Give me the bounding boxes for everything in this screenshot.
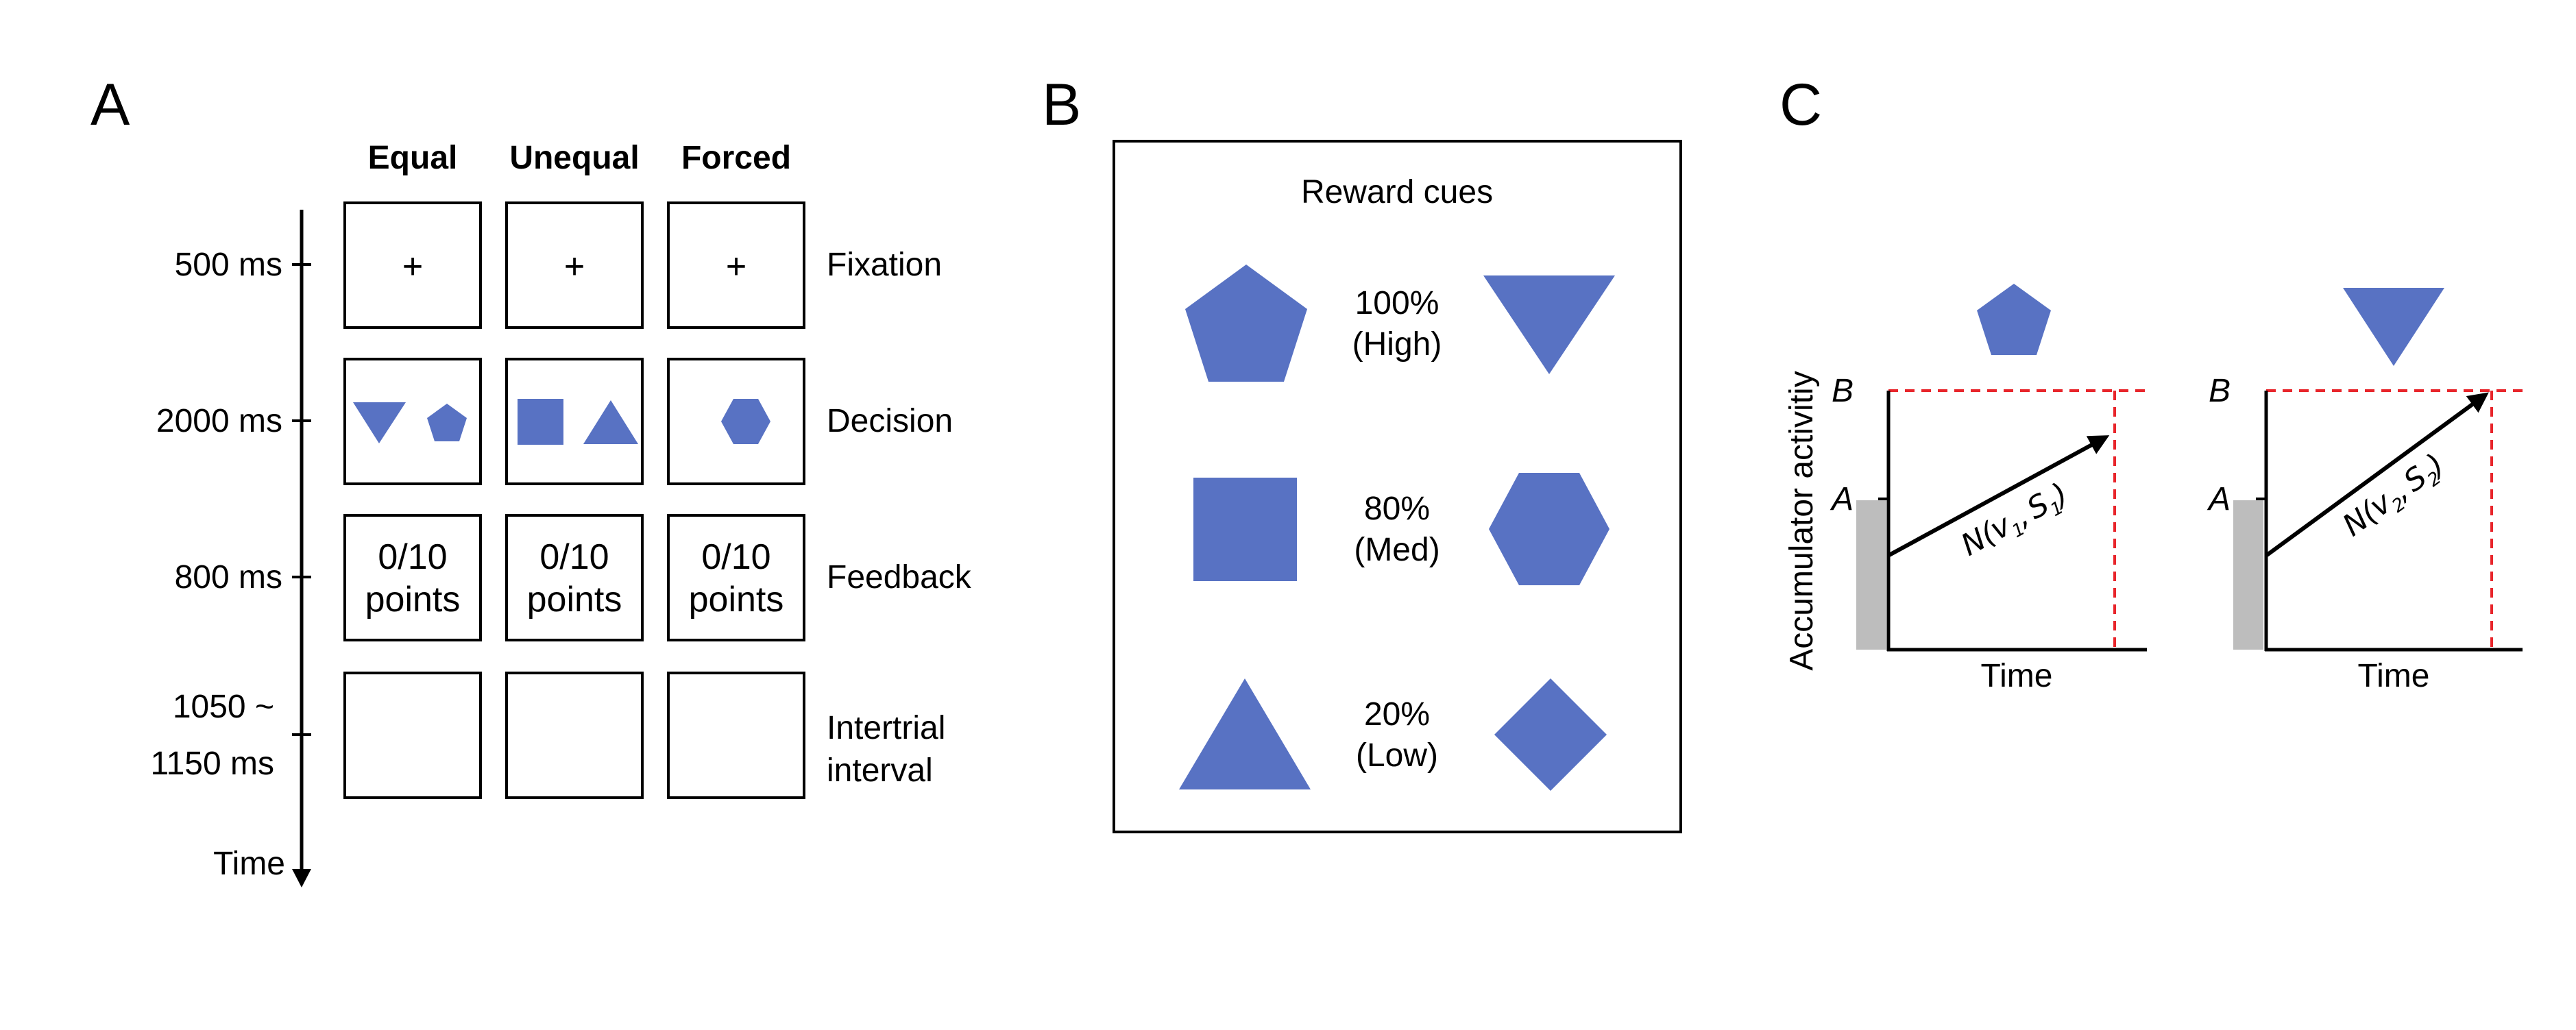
stage-label-iti-line2: interval <box>827 752 933 789</box>
stage-box <box>343 672 482 799</box>
hexagon-shape <box>721 399 770 444</box>
time-label-feedback: 800 ms <box>175 559 282 596</box>
column-header-equal: Equal <box>368 140 458 176</box>
stage-label-feedback: Feedback <box>827 559 972 596</box>
reward-level-low: (Low) <box>1356 737 1438 774</box>
stage-label-iti-line1: Intertrial <box>827 710 945 746</box>
stage-box <box>505 672 644 799</box>
lba-plot-2: B A Time N ( v 2 , S 2 ) <box>2207 288 2523 694</box>
fixation-cross: + <box>402 247 423 286</box>
stage-box <box>343 514 482 641</box>
triangle-up-shape <box>1179 678 1311 789</box>
stage-box <box>505 201 644 329</box>
reward-cues-title: Reward cues <box>1301 174 1493 210</box>
time-label-iti-line2: 1150 ms <box>150 746 274 782</box>
stage-box <box>505 514 644 641</box>
panel-letter-c: C <box>1779 72 1822 138</box>
accumulation-arrow <box>2265 392 2489 557</box>
start-a-label: A <box>2207 481 2231 517</box>
reward-percent-high: 100% <box>1355 285 1439 321</box>
panel-letter-b: B <box>1042 72 1081 138</box>
panel-c: C Accumulator activitiy B A Time N ( v 1… <box>1779 72 2523 694</box>
column-header-forced: Forced <box>681 140 791 176</box>
feedback-score: 0/10 <box>378 537 447 577</box>
start-a-label: A <box>1830 481 1854 517</box>
stage-box <box>343 358 482 485</box>
time-label-decision: 2000 ms <box>156 403 282 439</box>
stage-label-decision: Decision <box>827 403 953 439</box>
y-axis-label: Accumulator activitiy <box>1784 371 1820 670</box>
triangle-up-shape <box>583 400 638 444</box>
pentagon-cue-shape <box>1977 284 2051 355</box>
reward-cues-frame <box>1113 140 1682 833</box>
reward-percent-low: 20% <box>1364 696 1430 733</box>
stage-label-fixation: Fixation <box>827 247 942 283</box>
time-axis-label: Time <box>213 846 285 882</box>
stage-box <box>667 201 805 329</box>
panel-b: B Reward cues 100% (High) 80% (Med) 20% … <box>1042 72 1682 833</box>
hexagon-shape <box>1489 473 1609 585</box>
pentagon-shape <box>427 404 467 441</box>
time-label-fixation: 500 ms <box>175 247 282 283</box>
feedback-points: points <box>365 580 461 620</box>
stage-box <box>667 672 805 799</box>
time-label-iti-line1: 1050 ~ <box>173 689 274 725</box>
reward-level-med: (Med) <box>1354 532 1439 568</box>
reward-level-high: (High) <box>1352 326 1442 363</box>
square-shape <box>518 399 563 445</box>
drift-distribution-label: N ( v 1 , S 1 ) <box>1956 476 2074 563</box>
triangle-down-shape <box>353 402 406 443</box>
threshold-b-label: B <box>1832 373 1854 409</box>
stage-box <box>505 358 644 485</box>
feedback-points: points <box>689 580 784 620</box>
feedback-score: 0/10 <box>539 537 609 577</box>
panel-a: A Equal Unequal Forced 500 ms 2000 ms 80… <box>90 72 972 887</box>
square-shape <box>1193 478 1297 581</box>
panel-letter-a: A <box>90 72 130 138</box>
lba-plot-1: B A Time N ( v 1 , S 1 ) <box>1830 284 2151 694</box>
fixation-cross: + <box>564 247 585 286</box>
pentagon-shape <box>1185 265 1307 382</box>
start-point-bar <box>2233 500 2263 650</box>
accumulation-arrow <box>1888 435 2110 557</box>
triangle-down-shape <box>1483 275 1615 374</box>
start-point-bar <box>1856 500 1886 650</box>
stage-box <box>667 514 805 641</box>
feedback-score: 0/10 <box>701 537 770 577</box>
x-axis-label: Time <box>2358 658 2430 694</box>
x-axis-label: Time <box>1981 658 2053 694</box>
diamond-shape <box>1494 678 1607 791</box>
stage-box <box>667 358 805 485</box>
triangle-down-cue-shape <box>2343 288 2444 366</box>
time-axis-arrowhead <box>292 869 311 887</box>
column-header-unequal: Unequal <box>509 140 639 176</box>
stage-box <box>343 201 482 329</box>
threshold-b-label: B <box>2209 373 2231 409</box>
fixation-cross: + <box>726 247 746 286</box>
feedback-points: points <box>527 580 622 620</box>
reward-percent-med: 80% <box>1364 491 1430 527</box>
